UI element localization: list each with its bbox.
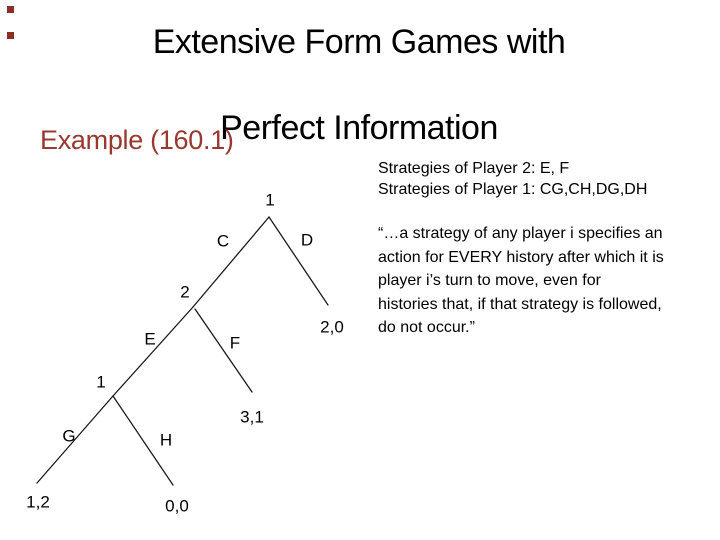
quote-line: player i’s turn to move, even for	[378, 272, 601, 289]
edge-E-line	[112, 306, 194, 397]
action-G-label: G	[62, 426, 76, 446]
quote-line: “…a strategy of any player i specifies a…	[378, 225, 663, 242]
action-C-label: C	[216, 231, 230, 251]
quote-line: do not occur.”	[378, 319, 475, 336]
action-H-label: H	[159, 430, 173, 450]
strategy-definition-quote: “…a strategy of any player i specifies a…	[378, 222, 720, 340]
player1-node-label: 1	[96, 372, 106, 392]
slide-title-line1: Extensive Form Games with	[152, 23, 566, 61]
action-F-label: F	[229, 333, 241, 353]
quote-line: action for EVERY history after which it …	[378, 248, 664, 266]
payoff-after-D: 2,0	[320, 317, 344, 337]
payoff-after-H: 0,0	[165, 496, 189, 516]
edge-D-line	[268, 216, 329, 306]
strategies-player1: Strategies of Player 1: CG,CH,DG,DH	[378, 181, 648, 198]
action-E-label: E	[144, 329, 156, 349]
root-player-label: 1	[265, 190, 275, 210]
payoff-after-F: 3,1	[240, 407, 264, 427]
payoff-after-G: 1,2	[26, 492, 50, 512]
slide-title-line2: Perfect Information	[220, 109, 498, 147]
strategies-note: Strategies of Player 2: E, F Strategies …	[378, 158, 708, 200]
corner-marker-icon	[7, 32, 14, 39]
corner-marker-icon	[7, 6, 14, 13]
edge-F-line	[194, 308, 253, 393]
example-heading: Example (160.1)	[40, 125, 234, 155]
edge-C-line	[192, 216, 270, 308]
slide-title: Extensive Form Games with Perfect Inform…	[0, 21, 718, 150]
strategies-player2: Strategies of Player 2: E, F	[378, 160, 570, 177]
action-D-label: D	[300, 230, 314, 250]
player2-node-label: 2	[180, 282, 190, 302]
quote-line: histories that, if that strategy is foll…	[378, 295, 662, 313]
